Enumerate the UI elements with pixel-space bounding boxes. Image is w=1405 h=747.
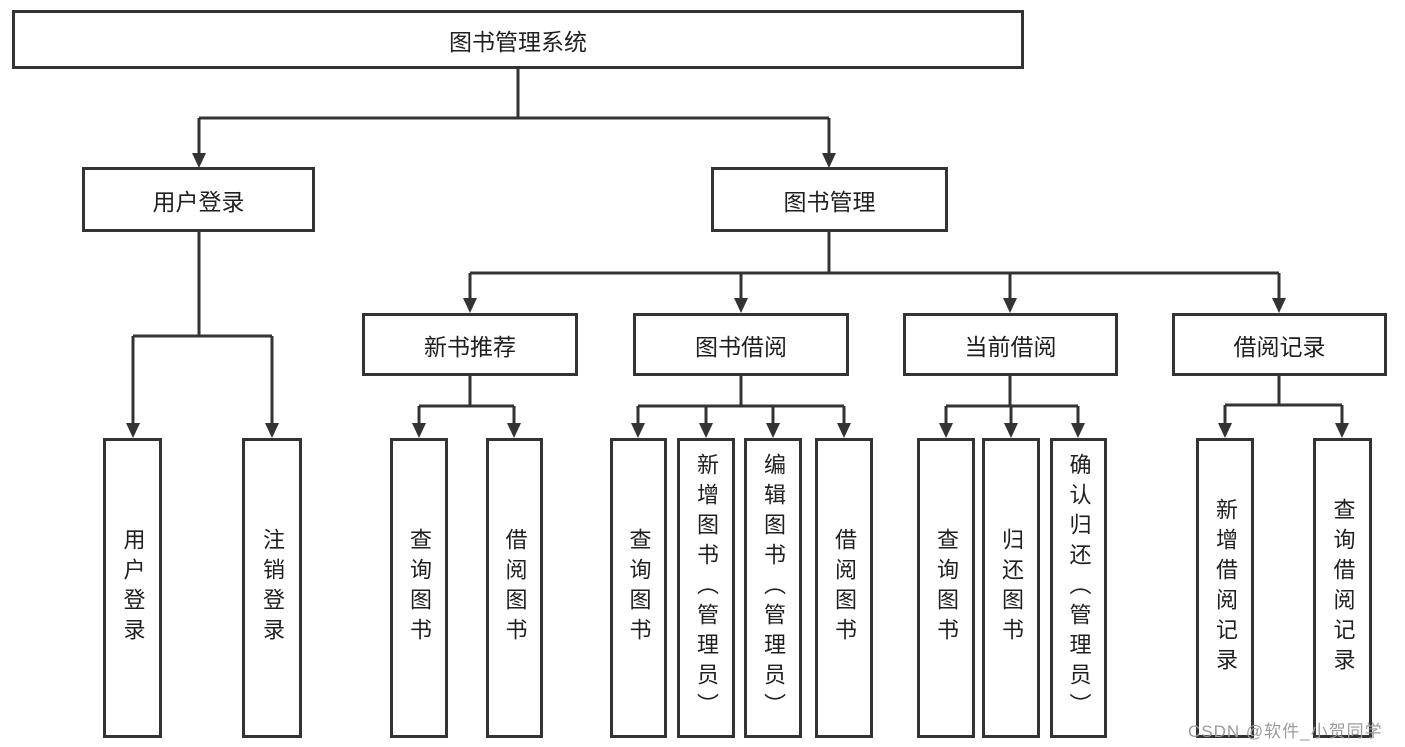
leaf-edit-books-admin-label: 编辑图书（管理员） bbox=[761, 453, 786, 723]
node-book-management-branch-label: 图书管理 bbox=[783, 188, 876, 215]
leaf-user-login: 用户登录 bbox=[103, 438, 162, 738]
leaf-borrow-query-books: 查询图书 bbox=[610, 438, 667, 738]
leaf-recommend-borrow-books-label: 借阅图书 bbox=[502, 528, 528, 648]
leaf-current-query-books-label: 查询图书 bbox=[934, 528, 959, 648]
leaf-confirm-return-admin: 确认归还（管理员） bbox=[1050, 438, 1107, 738]
leaf-return-books-label: 归还图书 bbox=[999, 528, 1024, 648]
leaf-return-books: 归还图书 bbox=[982, 438, 1040, 738]
node-book-borrow-label: 图书借阅 bbox=[695, 333, 787, 360]
leaf-add-borrow-record: 新增借阅记录 bbox=[1196, 438, 1254, 738]
node-current-borrow: 当前借阅 bbox=[903, 313, 1118, 376]
node-root-label: 图书管理系统 bbox=[449, 28, 587, 55]
node-book-borrow: 图书借阅 bbox=[633, 313, 849, 376]
leaf-query-borrow-record-label: 查询借阅记录 bbox=[1330, 498, 1356, 678]
csdn-watermark: CSDN @软件_小贺同学 bbox=[1188, 722, 1383, 741]
node-root: 图书管理系统 bbox=[12, 10, 1024, 69]
node-new-book-recommend-label: 新书推荐 bbox=[424, 333, 516, 360]
node-borrow-records: 借阅记录 bbox=[1172, 313, 1387, 376]
leaf-recommend-query-books: 查询图书 bbox=[390, 438, 448, 738]
node-user-login-branch: 用户登录 bbox=[82, 167, 315, 232]
node-user-login-branch-label: 用户登录 bbox=[152, 188, 245, 215]
node-new-book-recommend: 新书推荐 bbox=[362, 313, 578, 376]
leaf-current-query-books: 查询图书 bbox=[917, 438, 975, 738]
leaf-add-books-admin-label: 新增图书（管理员） bbox=[694, 453, 719, 723]
leaf-recommend-query-books-label: 查询图书 bbox=[407, 528, 432, 648]
leaf-borrow-books-label: 借阅图书 bbox=[832, 528, 857, 648]
leaf-borrow-books: 借阅图书 bbox=[815, 438, 873, 738]
leaf-confirm-return-admin-label: 确认归还（管理员） bbox=[1066, 453, 1092, 723]
node-book-management-branch: 图书管理 bbox=[711, 167, 948, 232]
leaf-query-borrow-record: 查询借阅记录 bbox=[1313, 438, 1372, 738]
leaf-logout: 注销登录 bbox=[242, 438, 302, 738]
leaf-recommend-borrow-books: 借阅图书 bbox=[486, 438, 543, 738]
leaf-logout-label: 注销登录 bbox=[260, 528, 285, 648]
node-current-borrow-label: 当前借阅 bbox=[964, 333, 1057, 360]
leaf-add-borrow-record-label: 新增借阅记录 bbox=[1213, 498, 1238, 678]
node-borrow-records-label: 借阅记录 bbox=[1233, 333, 1326, 360]
leaf-user-login-label: 用户登录 bbox=[120, 528, 146, 648]
leaf-edit-books-admin: 编辑图书（管理员） bbox=[744, 438, 802, 738]
leaf-borrow-query-books-label: 查询图书 bbox=[626, 528, 652, 648]
leaf-add-books-admin: 新增图书（管理员） bbox=[677, 438, 735, 738]
